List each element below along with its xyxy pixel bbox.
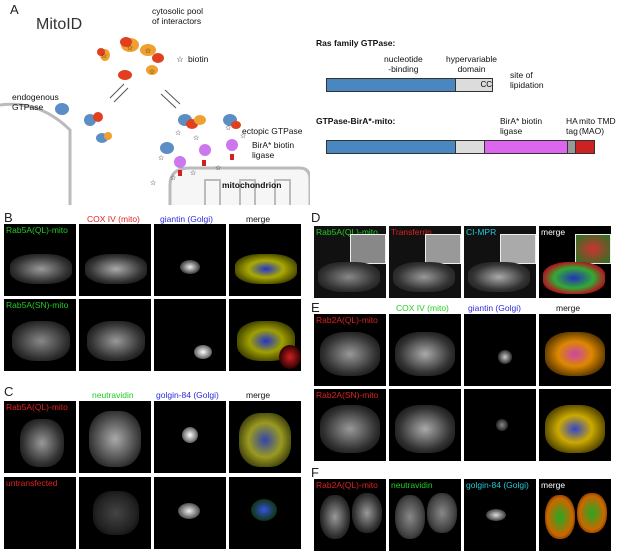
c-merge-label: merge xyxy=(246,390,271,400)
ras-hypervariable-domain: CC xyxy=(455,78,493,92)
b-row1-cox xyxy=(79,224,151,296)
d-rab5a: Rab5A(QL)-mito xyxy=(314,226,386,298)
f-merge: merge xyxy=(539,479,611,551)
d-ci-mpr: CI-MPR xyxy=(464,226,536,298)
svg-text:☆: ☆ xyxy=(170,174,176,182)
d-transferrin: Transferrin xyxy=(389,226,461,298)
b-row2-merge xyxy=(229,299,301,371)
c-row1-golgin xyxy=(154,401,226,473)
panel-c-letter: C xyxy=(4,384,14,399)
ras-family-title: Ras family GTPase: xyxy=(316,38,396,48)
svg-text:☆: ☆ xyxy=(215,164,221,172)
mitoid-schematic: ☆ ☆ ☆ ☆ ☆ ☆ ☆ ☆ ☆ ☆ ☆ ☆ ☆ ☆ xyxy=(0,37,310,205)
mitochondrion-label: mitochondrion xyxy=(222,180,282,190)
fusion-gtpase-domain xyxy=(326,140,456,154)
e-row2-cox xyxy=(389,389,461,461)
svg-text:☆: ☆ xyxy=(145,47,151,55)
c-row2-untransfected: untransfected xyxy=(4,477,76,549)
c-row2-merge xyxy=(229,477,301,549)
hypervariable-label: hypervariable domain xyxy=(446,54,498,74)
d-merge: merge xyxy=(539,226,611,298)
e-row2-rab2a: Rab2A(SN)-mito xyxy=(314,389,386,461)
svg-text:☆: ☆ xyxy=(176,55,183,64)
c-golgin-label: golgin-84 (Golgi) xyxy=(156,390,219,400)
fusion-hvd-domain xyxy=(455,140,485,154)
b-row1-rab5a: Rab5A(QL)-mito xyxy=(4,224,76,296)
panel-b-letter: B xyxy=(4,210,13,225)
fusion-tmd-domain xyxy=(575,140,595,154)
b-merge-label: merge xyxy=(246,214,271,224)
svg-text:☆: ☆ xyxy=(175,129,181,137)
cytosolic-pool-label: cytosolic pool of interactors xyxy=(152,6,204,26)
b-row2-rab5a: Rab5A(SN)-mito xyxy=(4,299,76,371)
panel-f-letter: F xyxy=(311,465,319,480)
svg-text:☆: ☆ xyxy=(149,68,155,76)
e-row2-merge xyxy=(539,389,611,461)
svg-text:☆: ☆ xyxy=(127,44,133,52)
panel-a-letter: A xyxy=(10,2,19,17)
biotin-label: biotin xyxy=(188,54,209,64)
b-row1-merge xyxy=(229,224,301,296)
e-merge-label: merge xyxy=(556,303,581,313)
panel-e-letter: E xyxy=(311,300,320,315)
svg-text:☆: ☆ xyxy=(150,179,156,187)
b-row2-cox xyxy=(79,299,151,371)
c-row1-rab5a: Rab5A(QL)-mito xyxy=(4,401,76,473)
fusion-bira-domain xyxy=(484,140,568,154)
b-giantin-label: giantin (Golgi) xyxy=(160,214,213,224)
e-row1-merge xyxy=(539,314,611,386)
b-row2-giantin xyxy=(154,299,226,371)
e-row1-rab2a: Rab2A(QL)-mito xyxy=(314,314,386,386)
lipidation-label: site of lipidation xyxy=(510,70,544,90)
bira-domain-label: BirA* biotin ligase xyxy=(500,116,543,136)
c-row2-neutravidin xyxy=(79,477,151,549)
svg-text:☆: ☆ xyxy=(240,132,246,140)
ras-nucleotide-domain xyxy=(326,78,456,92)
mito-tmd-label: mito TMD (MAO) xyxy=(579,116,616,136)
svg-text:☆: ☆ xyxy=(193,134,199,142)
e-cox-label: COX IV (mito) xyxy=(396,303,449,313)
cc-label: CC xyxy=(480,80,492,89)
fusion-title: GTPase-BirA*-mito: xyxy=(316,116,396,126)
endogenous-gtpase-label: endogenous GTPase xyxy=(12,92,59,112)
svg-text:☆: ☆ xyxy=(225,124,231,132)
f-neutravidin: neutravidin xyxy=(389,479,461,551)
f-rab2a: Rab2A(QL)-mito xyxy=(314,479,386,551)
bira-ligase-label: BirA* biotin ligase xyxy=(252,140,295,160)
c-row1-neutravidin xyxy=(79,401,151,473)
b-row1-giantin xyxy=(154,224,226,296)
f-golgin: golgin-84 (Golgi) xyxy=(464,479,536,551)
nucleotide-binding-label: nucleotide -binding xyxy=(384,54,423,74)
c-row2-golgin xyxy=(154,477,226,549)
svg-text:☆: ☆ xyxy=(101,52,107,60)
b-cox-label: COX IV (mito) xyxy=(87,214,140,224)
panel-d-letter: D xyxy=(311,210,321,225)
e-row2-giantin xyxy=(464,389,536,461)
svg-text:☆: ☆ xyxy=(190,169,196,177)
mitoid-title: MitoID xyxy=(36,16,83,33)
e-row1-cox xyxy=(389,314,461,386)
svg-text:☆: ☆ xyxy=(158,154,164,162)
c-row1-merge xyxy=(229,401,301,473)
ha-tag-label: HA tag xyxy=(566,116,578,136)
e-row1-giantin xyxy=(464,314,536,386)
ectopic-gtpase-label: ectopic GTPase xyxy=(242,126,303,136)
c-neutravidin-label: neutravidin xyxy=(92,390,134,400)
e-giantin-label: giantin (Golgi) xyxy=(468,303,521,313)
